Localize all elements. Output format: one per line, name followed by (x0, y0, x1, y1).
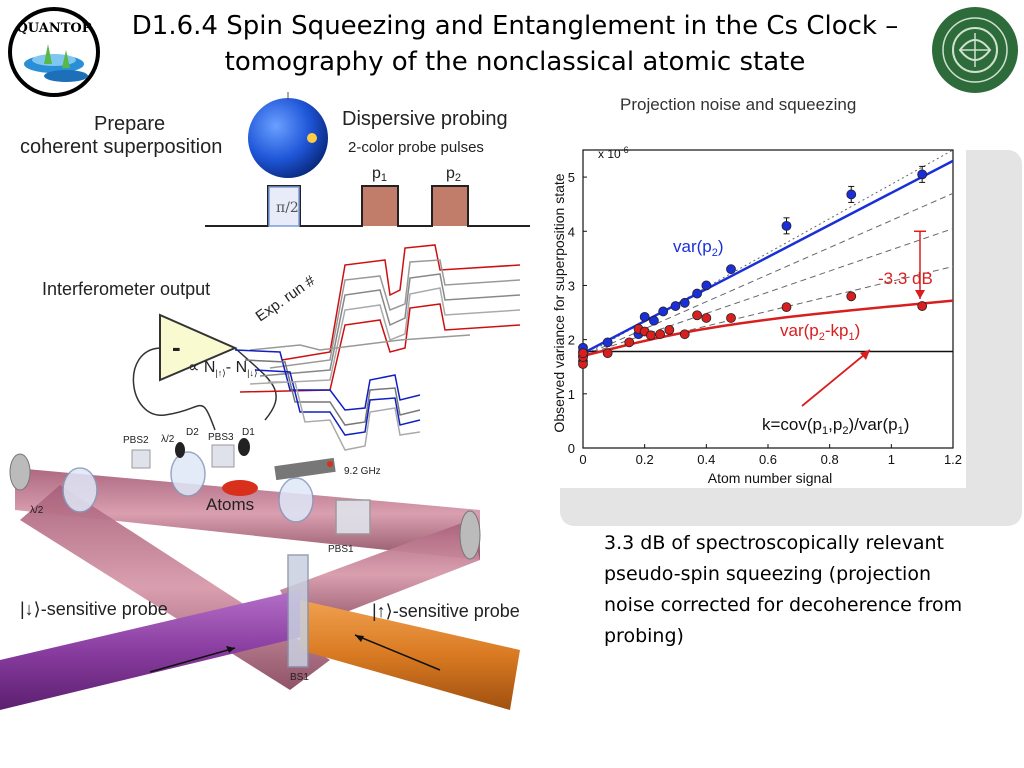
data-point-var-p2 (679, 297, 690, 308)
proportional-label: ∝ N|↑⟩- N|↓⟩ (188, 359, 257, 378)
series-var-p2-kp1-label: var(p2-kp1) (780, 321, 860, 343)
down-probe-label: |↓⟩-sensitive probe (20, 599, 168, 619)
k-formula: k=cov(p1,p2)/var(p1) (762, 415, 909, 437)
data-point-var-p2-kp1 (602, 348, 613, 359)
slide-title: D1.6.4 Spin Squeezing and Entanglement i… (131, 11, 899, 77)
exp-run-label: Exp. run # (253, 272, 319, 326)
pbs3-label: PBS3 (208, 432, 234, 443)
x-tick-label: 0.6 (759, 452, 777, 467)
x-axis-label: Atom number signal (708, 470, 833, 486)
data-point-var-p2 (670, 301, 681, 311)
data-point-var-p2-kp1 (692, 310, 702, 321)
data-point-var-p2-kp1 (655, 329, 665, 340)
pulse-p2 (433, 187, 467, 226)
prepare-label-1: Prepare (94, 113, 165, 135)
chart-multiplier: x 10-6 (598, 145, 629, 161)
data-point-var-p2 (649, 315, 659, 326)
fit-line-1 (582, 299, 954, 358)
guide-line (582, 192, 954, 357)
x-tick-label: 0.8 (821, 452, 839, 467)
x-tick-label: 1.2 (944, 452, 962, 467)
data-point-var-p2 (692, 288, 702, 299)
x-tick-label: 1 (888, 452, 895, 467)
interferometer-label: Interferometer output (42, 279, 210, 299)
data-point-var-p2-kp1 (701, 313, 712, 323)
pbs1-label: PBS1 (328, 544, 354, 555)
bs1-label: BS1 (290, 672, 309, 683)
probing-label: Dispersive probing (342, 108, 508, 130)
y-tick-label: 3 (568, 278, 575, 293)
x-tick-label: 0.2 (636, 452, 654, 467)
data-point-var-p2-kp1 (578, 348, 588, 359)
y-tick-label: 0 (568, 441, 575, 456)
data-point-var-p2 (602, 337, 613, 348)
k-arrow-head (860, 350, 870, 360)
beam-splitter-bs1 (287, 554, 309, 668)
bloch-sphere (248, 98, 328, 178)
db-arrow-head (915, 290, 925, 299)
data-point-var-p2-kp1 (781, 302, 792, 313)
d1-label: D1 (242, 427, 255, 438)
probe-pulses-label: 2-color probe pulses (348, 139, 484, 156)
data-point-var-p2-kp1 (645, 330, 656, 341)
lambda2-top-label: λ/2 (161, 434, 175, 445)
data-point-var-p2 (658, 306, 669, 317)
variance-chart: Projection noise and squeezing x 10-6 Ob… (551, 95, 962, 486)
pulse-p1 (363, 187, 397, 226)
y-axis-label: Observed variance for superposition stat… (551, 173, 567, 432)
data-point-var-p2-kp1 (846, 291, 857, 302)
up-probe-label: |↑⟩-sensitive probe (372, 601, 520, 621)
data-point-var-p2 (701, 280, 712, 291)
y-tick-label: 1 (568, 387, 575, 402)
university-seal-logo (932, 7, 1018, 93)
y-tick-label: 4 (568, 224, 575, 239)
p2-label: p2 (446, 165, 461, 184)
series-var-p2-label: var(p2) (673, 237, 724, 259)
pulse-train (205, 185, 530, 227)
db-annotation: -3.3 dB (878, 269, 933, 288)
freq-label: 9.2 GHz (344, 466, 381, 477)
quantop-logo-text: QUANTOP (16, 21, 91, 36)
x-tick-label: 0 (579, 452, 586, 467)
x-tick-label: 0.4 (697, 452, 715, 467)
data-point-var-p2 (781, 220, 792, 231)
y-tick-label: 2 (568, 333, 575, 348)
chart-panel (548, 140, 966, 488)
pbs2-label: PBS2 (123, 435, 149, 446)
data-point-var-p2 (726, 264, 736, 275)
chart-title: Projection noise and squeezing (620, 95, 856, 114)
data-point-var-p2 (846, 189, 857, 200)
data-point-var-p2-kp1 (917, 301, 928, 311)
quantop-logo: QUANTOP (8, 7, 100, 97)
down-probe-beam (0, 590, 310, 710)
data-point-var-p2-kp1 (679, 329, 690, 340)
experiment-diagram: Prepare coherent superposition Dispersiv… (0, 92, 530, 710)
trace-stack (234, 244, 521, 451)
lambda2-left-label: λ/2 (30, 505, 44, 516)
plot-frame (582, 149, 954, 449)
amplifier-icon (159, 313, 238, 382)
atoms-cloud (222, 480, 258, 496)
data-point-var-p2-kp1 (726, 313, 736, 323)
p1-label: p1 (372, 165, 387, 184)
d2-label: D2 (186, 427, 199, 438)
y-tick-label: 5 (568, 170, 575, 185)
pi-half-label: π/2 (276, 200, 299, 216)
data-point-var-p2-kp1 (664, 324, 675, 335)
data-point-var-p2 (639, 311, 650, 322)
atoms-label: Atoms (206, 495, 254, 514)
data-point-var-p2-kp1 (624, 337, 635, 348)
prepare-label-2: coherent superposition (20, 136, 222, 158)
data-point-var-p2 (917, 169, 928, 180)
slide-caption: 3.3 dB of spectroscopically relevant pse… (604, 532, 963, 647)
k-arrow (801, 349, 871, 407)
up-probe-beam (300, 600, 520, 710)
minus-sign: - (172, 332, 181, 362)
